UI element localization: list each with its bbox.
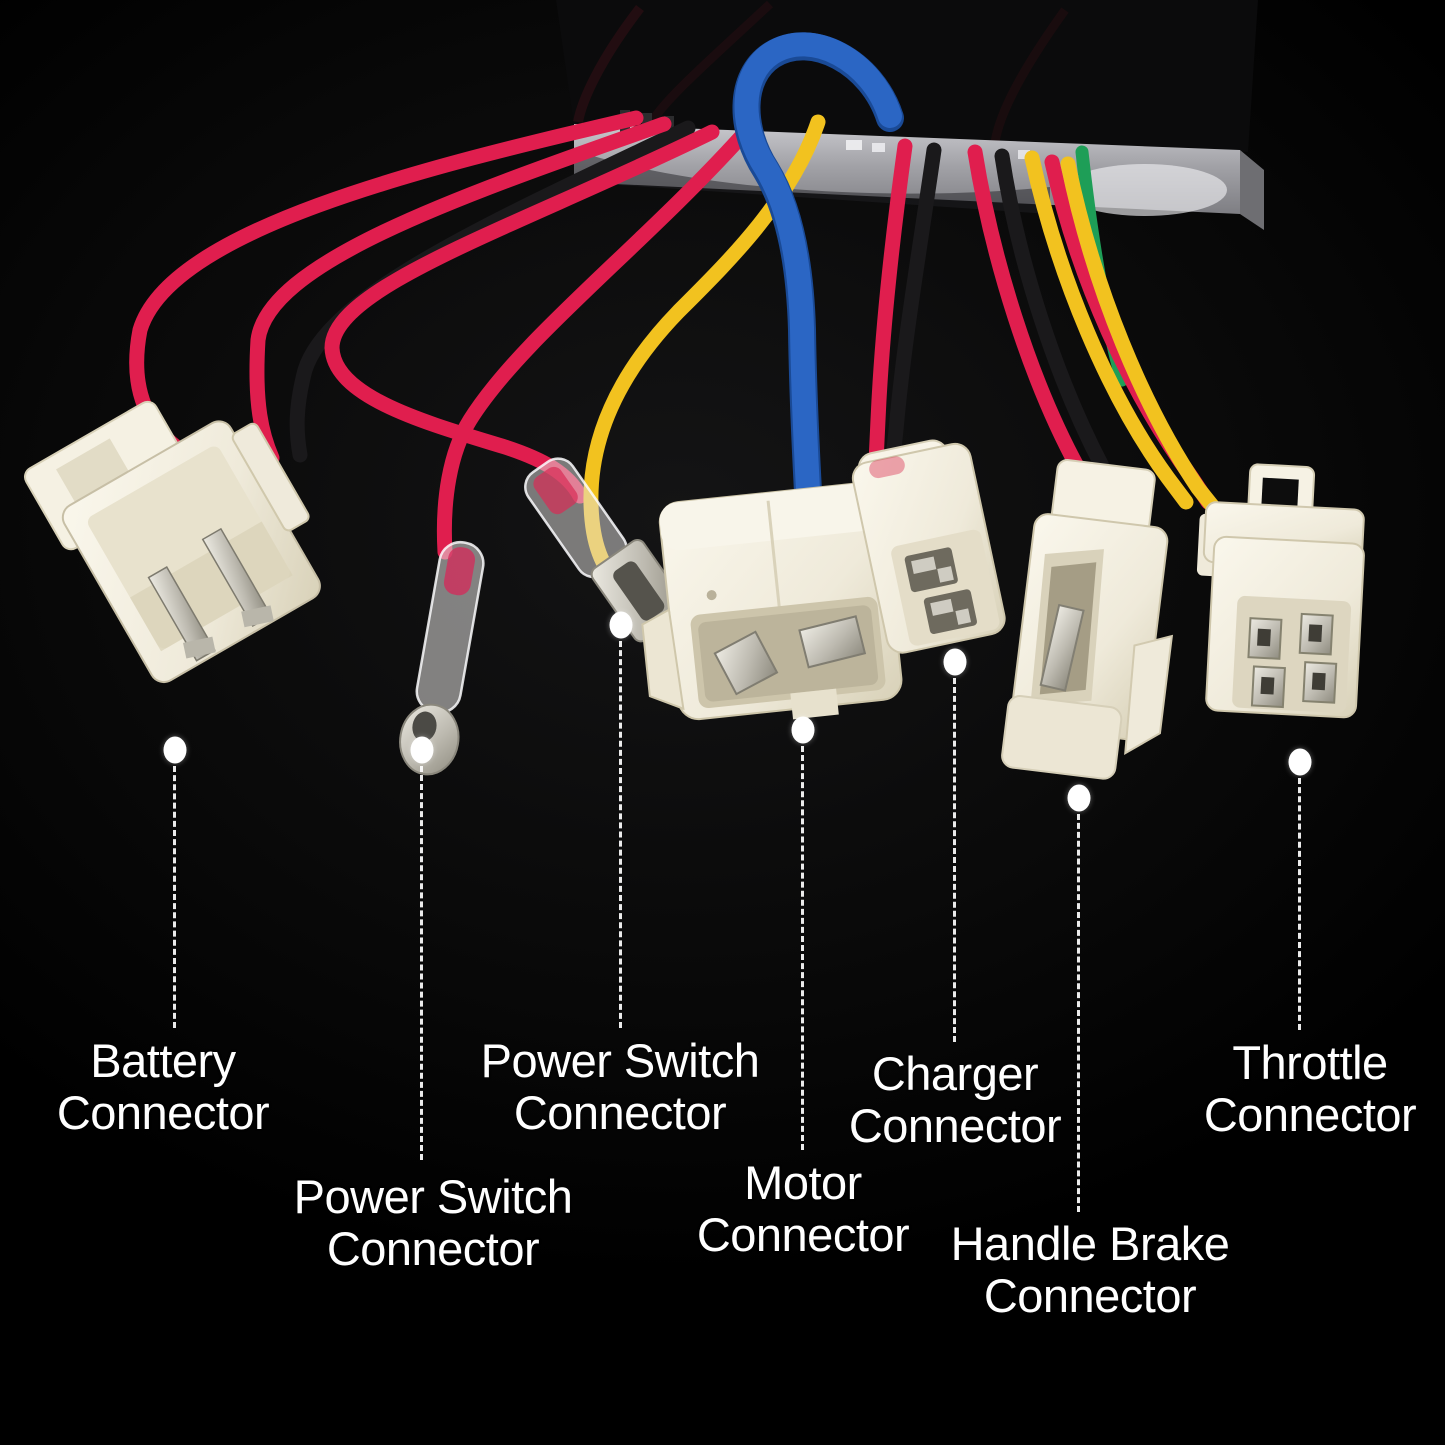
charger-label-line1: Charger <box>871 1047 1039 1100</box>
battery-label-line2: Connector <box>56 1086 270 1139</box>
charger-leader-line <box>953 678 956 1042</box>
wire-yellow-throttle-1 <box>1024 150 1194 510</box>
throttle-pins <box>1247 612 1338 709</box>
power-switch-lower-label-line2: Connector <box>326 1222 540 1275</box>
motor-controller-box <box>556 0 1264 230</box>
power-switch-upper-label: Power Switch Connector <box>481 1035 760 1139</box>
power-switch-bullet-terminal <box>399 540 485 776</box>
charger-label-line2: Connector <box>848 1099 1062 1152</box>
power-switch-upper-label-line1: Power Switch <box>480 1034 760 1087</box>
wire-black-handle-brake <box>994 148 1118 500</box>
charger-connector <box>851 439 1006 654</box>
wire-blue-motor <box>734 32 902 502</box>
motor-leader-dot <box>791 716 815 744</box>
wire-red-power-switch-upper <box>324 124 720 504</box>
power-switch-upper-leader-dot <box>609 611 633 639</box>
handle-brake-label-line1: Handle Brake <box>950 1217 1230 1270</box>
handle-brake-leader-line <box>1077 814 1080 1212</box>
motor-label: Motor Connector <box>696 1156 910 1261</box>
wire-yellow-throttle-2 <box>1060 156 1222 516</box>
wire-red-battery-2 <box>249 116 672 466</box>
handle-brake-label: Handle Brake Connector <box>951 1218 1230 1322</box>
wire-red-charger <box>868 138 913 470</box>
throttle-connector <box>1196 463 1365 719</box>
motor-leader-line <box>801 746 804 1150</box>
motor-label-line1: Motor <box>744 1156 862 1209</box>
throttle-leader-line <box>1298 778 1301 1030</box>
power-switch-lower-leader-line <box>420 766 423 1160</box>
throttle-leader-dot <box>1288 748 1312 776</box>
wire-black-charger <box>885 142 942 466</box>
power-switch-upper-leader-line <box>619 641 622 1028</box>
wire-red-power-switch-lower <box>436 130 748 560</box>
power-switch-lower-label-line1: Power Switch <box>293 1170 573 1223</box>
battery-leader-dot <box>163 736 187 764</box>
motor-connector <box>641 481 903 721</box>
wire-bundle <box>129 32 1222 570</box>
throttle-label-line1: Throttle <box>1232 1036 1388 1089</box>
battery-connector <box>23 400 321 684</box>
motor-blade-terminals <box>713 615 867 696</box>
battery-leader-line <box>173 766 176 1028</box>
throttle-label: Throttle Connector <box>1203 1036 1417 1141</box>
wire-red-handle-brake <box>967 144 1096 502</box>
charger-label: Charger Connector <box>848 1047 1062 1152</box>
charger-leader-dot <box>943 648 967 676</box>
motor-label-line2: Connector <box>696 1208 910 1261</box>
power-switch-lower-leader-dot <box>410 736 434 764</box>
handle-brake-leader-dot <box>1067 784 1091 812</box>
charger-sockets <box>904 547 977 635</box>
power-switch-lower-label: Power Switch Connector <box>294 1171 573 1275</box>
power-switch-upper-label-line2: Connector <box>513 1086 727 1139</box>
battery-pins <box>147 527 274 662</box>
throttle-label-line2: Connector <box>1203 1088 1417 1141</box>
handle-brake-label-line2: Connector <box>983 1269 1197 1322</box>
battery-label-line1: Battery <box>90 1034 236 1087</box>
handle-brake-connector <box>1001 459 1174 780</box>
battery-label: Battery Connector <box>56 1034 270 1139</box>
